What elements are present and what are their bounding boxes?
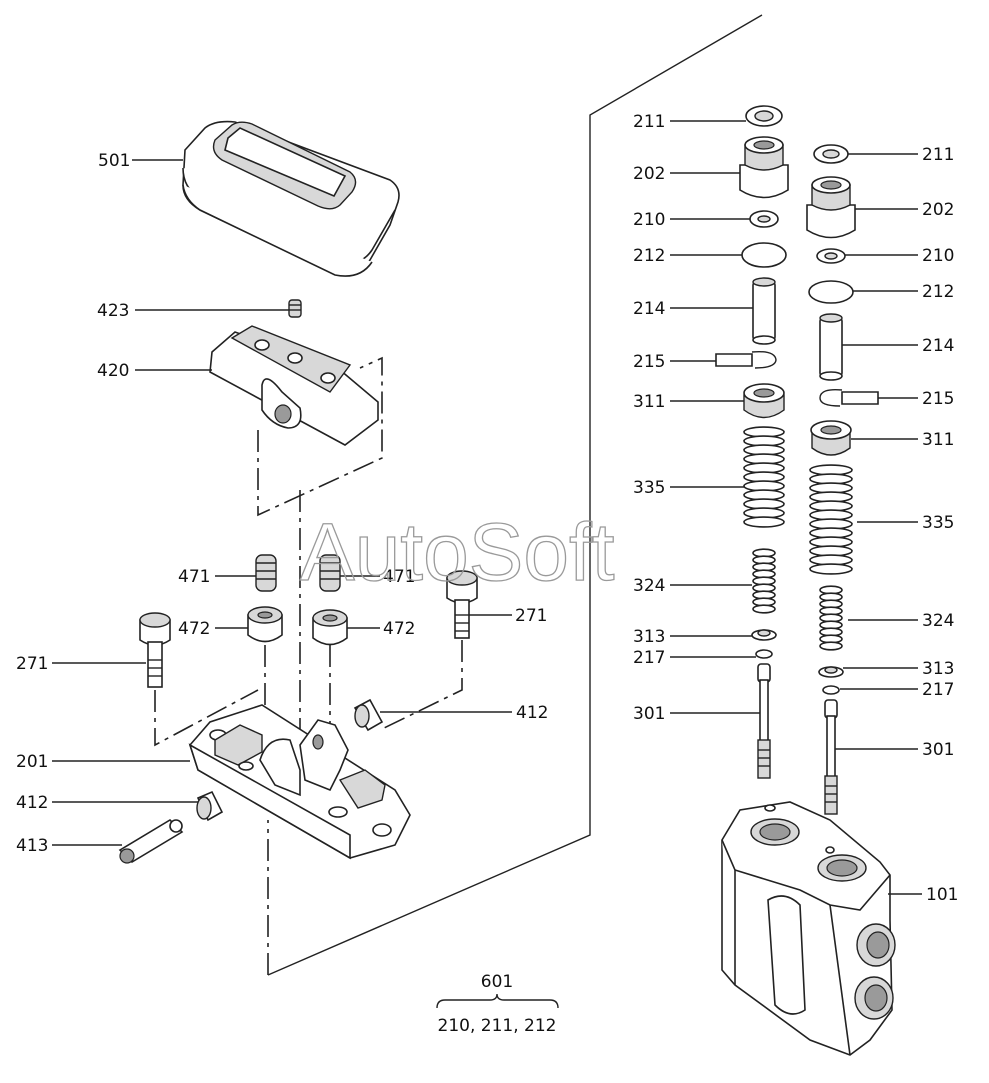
plate-420 [209,325,379,446]
part-label-201: 201 [16,752,48,772]
bushing-412-bottom [196,790,224,822]
part-label-472a: 472 [178,619,210,639]
pin-471-right [319,554,341,592]
casing-201 [188,704,411,860]
part-label-335a: 335 [633,478,665,498]
bolt-271-left [139,612,171,688]
spring-335-right-coil [809,563,853,575]
valve-body-101 [721,801,896,1056]
part-label-210b: 210 [922,246,954,266]
spring-335-left [743,426,785,528]
part-label-211a: 211 [633,112,665,132]
part-label-311b: 311 [922,430,954,450]
part-label-214b: 214 [922,336,954,356]
nut-472-left [247,606,283,643]
part-label-215b: 215 [922,389,954,409]
kit-callout: 601 210, 211, 212 [436,972,559,1036]
assembly-boundary [154,14,763,976]
part-label-471a: 471 [178,567,210,587]
pilot-stack-right [806,144,879,456]
part-label-420: 420 [97,361,129,381]
part-label-412b: 412 [16,793,48,813]
part-label-271b: 271 [515,606,547,626]
part-label-212a: 212 [633,246,665,266]
bushing-412-top [353,698,384,732]
spring-324-left [752,548,776,614]
spring-335-right [809,464,853,575]
kit-number: 601 [481,972,513,992]
part-label-313a: 313 [633,627,665,647]
part-label-413: 413 [16,836,48,856]
pin-413 [118,818,184,864]
part-label-214a: 214 [633,299,665,319]
part-label-501: 501 [98,151,130,171]
bolt-271-right [446,570,478,639]
part-label-217b: 217 [922,680,954,700]
pilot-stack-left [715,105,789,419]
part-label-324a: 324 [633,576,665,596]
part-label-271a: 271 [16,654,48,674]
screw-423 [288,299,302,318]
nut-472-right [312,609,348,646]
part-label-211b: 211 [922,145,954,165]
watermark: AutoSoft [300,507,615,598]
part-label-217a: 217 [633,648,665,668]
part-label-311a: 311 [633,392,665,412]
spring-324-right [819,585,843,651]
part-label-472b: 472 [383,619,415,639]
part-label-202b: 202 [922,200,954,220]
spring-324-left-coil [752,604,776,614]
part-label-212b: 212 [922,282,954,302]
spool-left [751,629,777,779]
part-label-210a: 210 [633,210,665,230]
spool-right [818,666,844,815]
part-label-301a: 301 [633,704,665,724]
part-label-471b: 471 [383,567,415,587]
part-label-202a: 202 [633,164,665,184]
part-label-324b: 324 [922,611,954,631]
boot-501 [182,120,400,277]
part-label-335b: 335 [922,513,954,533]
kit-contents: 210, 211, 212 [438,1016,557,1036]
part-label-215a: 215 [633,352,665,372]
pin-471-left [255,554,277,592]
spring-335-left-coil [743,516,785,528]
part-label-101: 101 [926,885,958,905]
part-label-301b: 301 [922,740,954,760]
part-labels: 501 423 420 471 471 472 472 271 271 412 412 201 413 2… [16,112,958,905]
spring-324-right-coil [819,641,843,651]
part-label-412a: 412 [516,703,548,723]
leader-lines [52,120,922,895]
part-label-423: 423 [97,301,129,321]
part-label-313b: 313 [922,659,954,679]
springs [743,426,853,651]
